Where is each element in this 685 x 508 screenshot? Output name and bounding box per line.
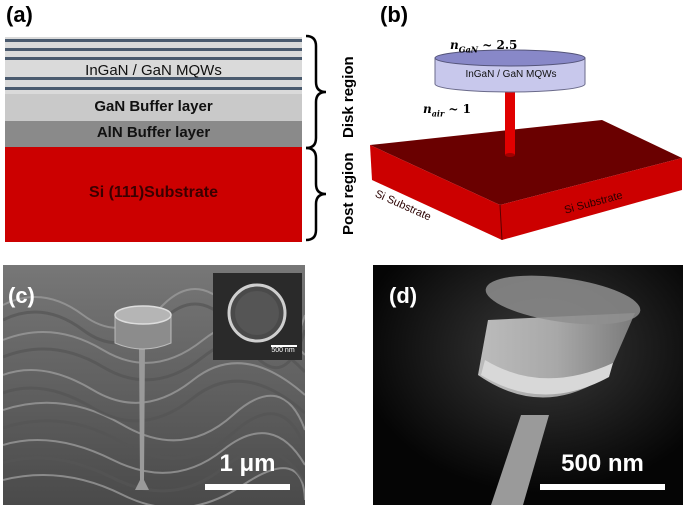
mqw-layer: InGaN / GaN MQWs bbox=[5, 37, 302, 94]
n-air-label: nair ~ 1 bbox=[423, 102, 471, 118]
aln-buffer-layer: AlN Buffer layer bbox=[5, 121, 302, 147]
n-air-subscript: air bbox=[432, 108, 444, 118]
scale-bar-c bbox=[205, 484, 290, 490]
n-air-value: ~ 1 bbox=[444, 102, 471, 116]
mqw-line bbox=[5, 39, 302, 42]
scale-label-c: 1 μm bbox=[200, 450, 295, 478]
scale-bar-d bbox=[540, 484, 665, 490]
si-substrate-layer: Si (111)Substrate bbox=[5, 147, 302, 242]
pillar-post bbox=[505, 88, 515, 155]
mqw-line bbox=[5, 87, 302, 90]
post-brace bbox=[306, 148, 326, 240]
layer-stack: InGaN / GaN MQWs GaN Buffer layer AlN Bu… bbox=[5, 37, 302, 242]
disk-region-text: Disk region bbox=[340, 56, 357, 138]
n-gan-symbol: n bbox=[450, 38, 459, 52]
gan-buffer-label: GaN Buffer layer bbox=[5, 98, 302, 115]
panel-a-label: (a) bbox=[6, 2, 33, 28]
inset-scale-label: 500 nm bbox=[265, 347, 301, 354]
mqw-label: InGaN / GaN MQWs bbox=[5, 62, 302, 79]
region-braces bbox=[300, 34, 340, 246]
sem-inset: 500 nm bbox=[213, 273, 302, 360]
n-gan-value: ~ 2.5 bbox=[478, 38, 517, 52]
disk-brace bbox=[306, 36, 326, 148]
panel-b-label: (b) bbox=[380, 2, 408, 28]
panel-c-label: (c) bbox=[8, 283, 35, 309]
disk-mqw-label: InGaN / GaN MQWs bbox=[436, 69, 586, 80]
aln-buffer-label: AlN Buffer layer bbox=[5, 124, 302, 141]
post-region-text: Post region bbox=[340, 152, 357, 235]
n-gan-subscript: GaN bbox=[459, 44, 478, 54]
scale-label-d: 500 nm bbox=[535, 450, 670, 478]
si-substrate-label: Si (111)Substrate bbox=[5, 184, 302, 202]
n-air-symbol: n bbox=[423, 102, 432, 116]
mqw-line bbox=[5, 48, 302, 51]
n-gan-label: nGaN ~ 2.5 bbox=[450, 38, 517, 54]
mqw-line bbox=[5, 57, 302, 60]
gan-buffer-layer: GaN Buffer layer bbox=[5, 94, 302, 121]
panel-d-label: (d) bbox=[389, 283, 417, 309]
